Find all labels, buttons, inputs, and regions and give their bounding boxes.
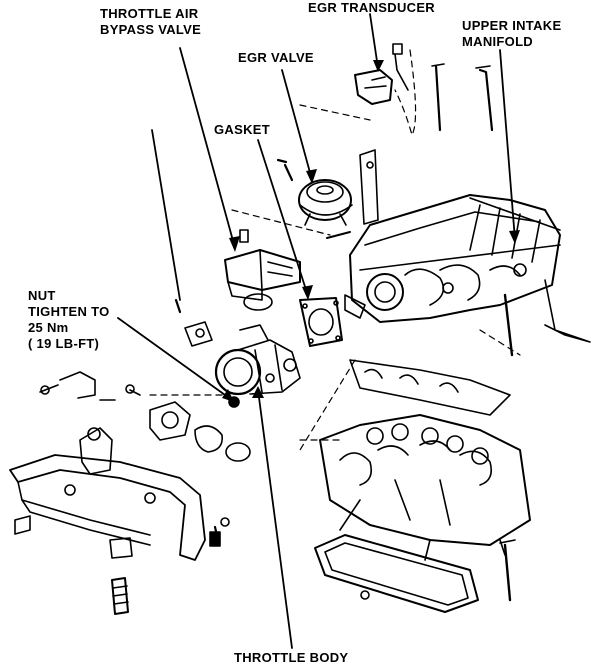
label-upper-intake-manifold: UPPER INTAKE MANIFOLD — [462, 18, 561, 50]
label-line: TIGHTEN TO — [28, 304, 110, 319]
label-line: 25 Nm — [28, 320, 69, 335]
bypass-valve-gasket — [184, 293, 273, 347]
leader-bolt — [151, 129, 181, 301]
egr-valve — [283, 163, 353, 239]
label-line: GASKET — [214, 122, 270, 137]
label-line: EGR TRANSDUCER — [308, 0, 435, 15]
label-line: MANIFOLD — [462, 34, 533, 49]
label-throttle-air-bypass-valve: THROTTLE AIR BYPASS VALVE — [100, 6, 201, 38]
throttle-body — [214, 324, 301, 408]
pressure-regulator — [125, 384, 251, 462]
leader-nut — [117, 317, 233, 401]
upper-intake-manifold — [344, 194, 591, 357]
label-line: UPPER INTAKE — [462, 18, 562, 33]
leader-egr-valve — [281, 69, 313, 181]
alignment-lines — [149, 49, 521, 451]
leader-lines — [117, 13, 516, 649]
label-gasket: GASKET — [214, 122, 270, 138]
bolts — [174, 158, 288, 542]
label-egr-transducer: EGR TRANSDUCER — [308, 0, 435, 16]
manifold-bolt — [359, 65, 494, 225]
label-nut: NUT TIGHTEN TO 25 Nm ( 19 LB-FT) — [28, 288, 109, 352]
leader-throttle-body — [257, 389, 293, 649]
leader-arrowheads — [222, 60, 520, 402]
throttle-air-bypass-valve — [224, 229, 301, 301]
label-line: ( 19 LB-FT) — [28, 336, 100, 351]
leader-egr-transducer — [369, 13, 379, 69]
fuel-rail-assembly — [9, 371, 230, 615]
label-line: THROTTLE BODY — [234, 650, 349, 665]
lower-intake-manifold — [319, 359, 531, 561]
label-line: BYPASS VALVE — [100, 22, 202, 37]
leader-throttle-air-bypass — [179, 47, 236, 249]
throttle-body-gasket — [299, 297, 343, 347]
label-line: NUT — [28, 288, 56, 303]
leader-upper-intake — [499, 49, 516, 241]
label-line: THROTTLE AIR — [100, 6, 199, 21]
label-throttle-body: THROTTLE BODY — [234, 650, 348, 666]
label-egr-valve: EGR VALVE — [238, 50, 314, 66]
egr-transducer — [354, 43, 445, 132]
label-line: EGR VALVE — [238, 50, 314, 65]
lower-manifold-gasket — [314, 534, 516, 613]
